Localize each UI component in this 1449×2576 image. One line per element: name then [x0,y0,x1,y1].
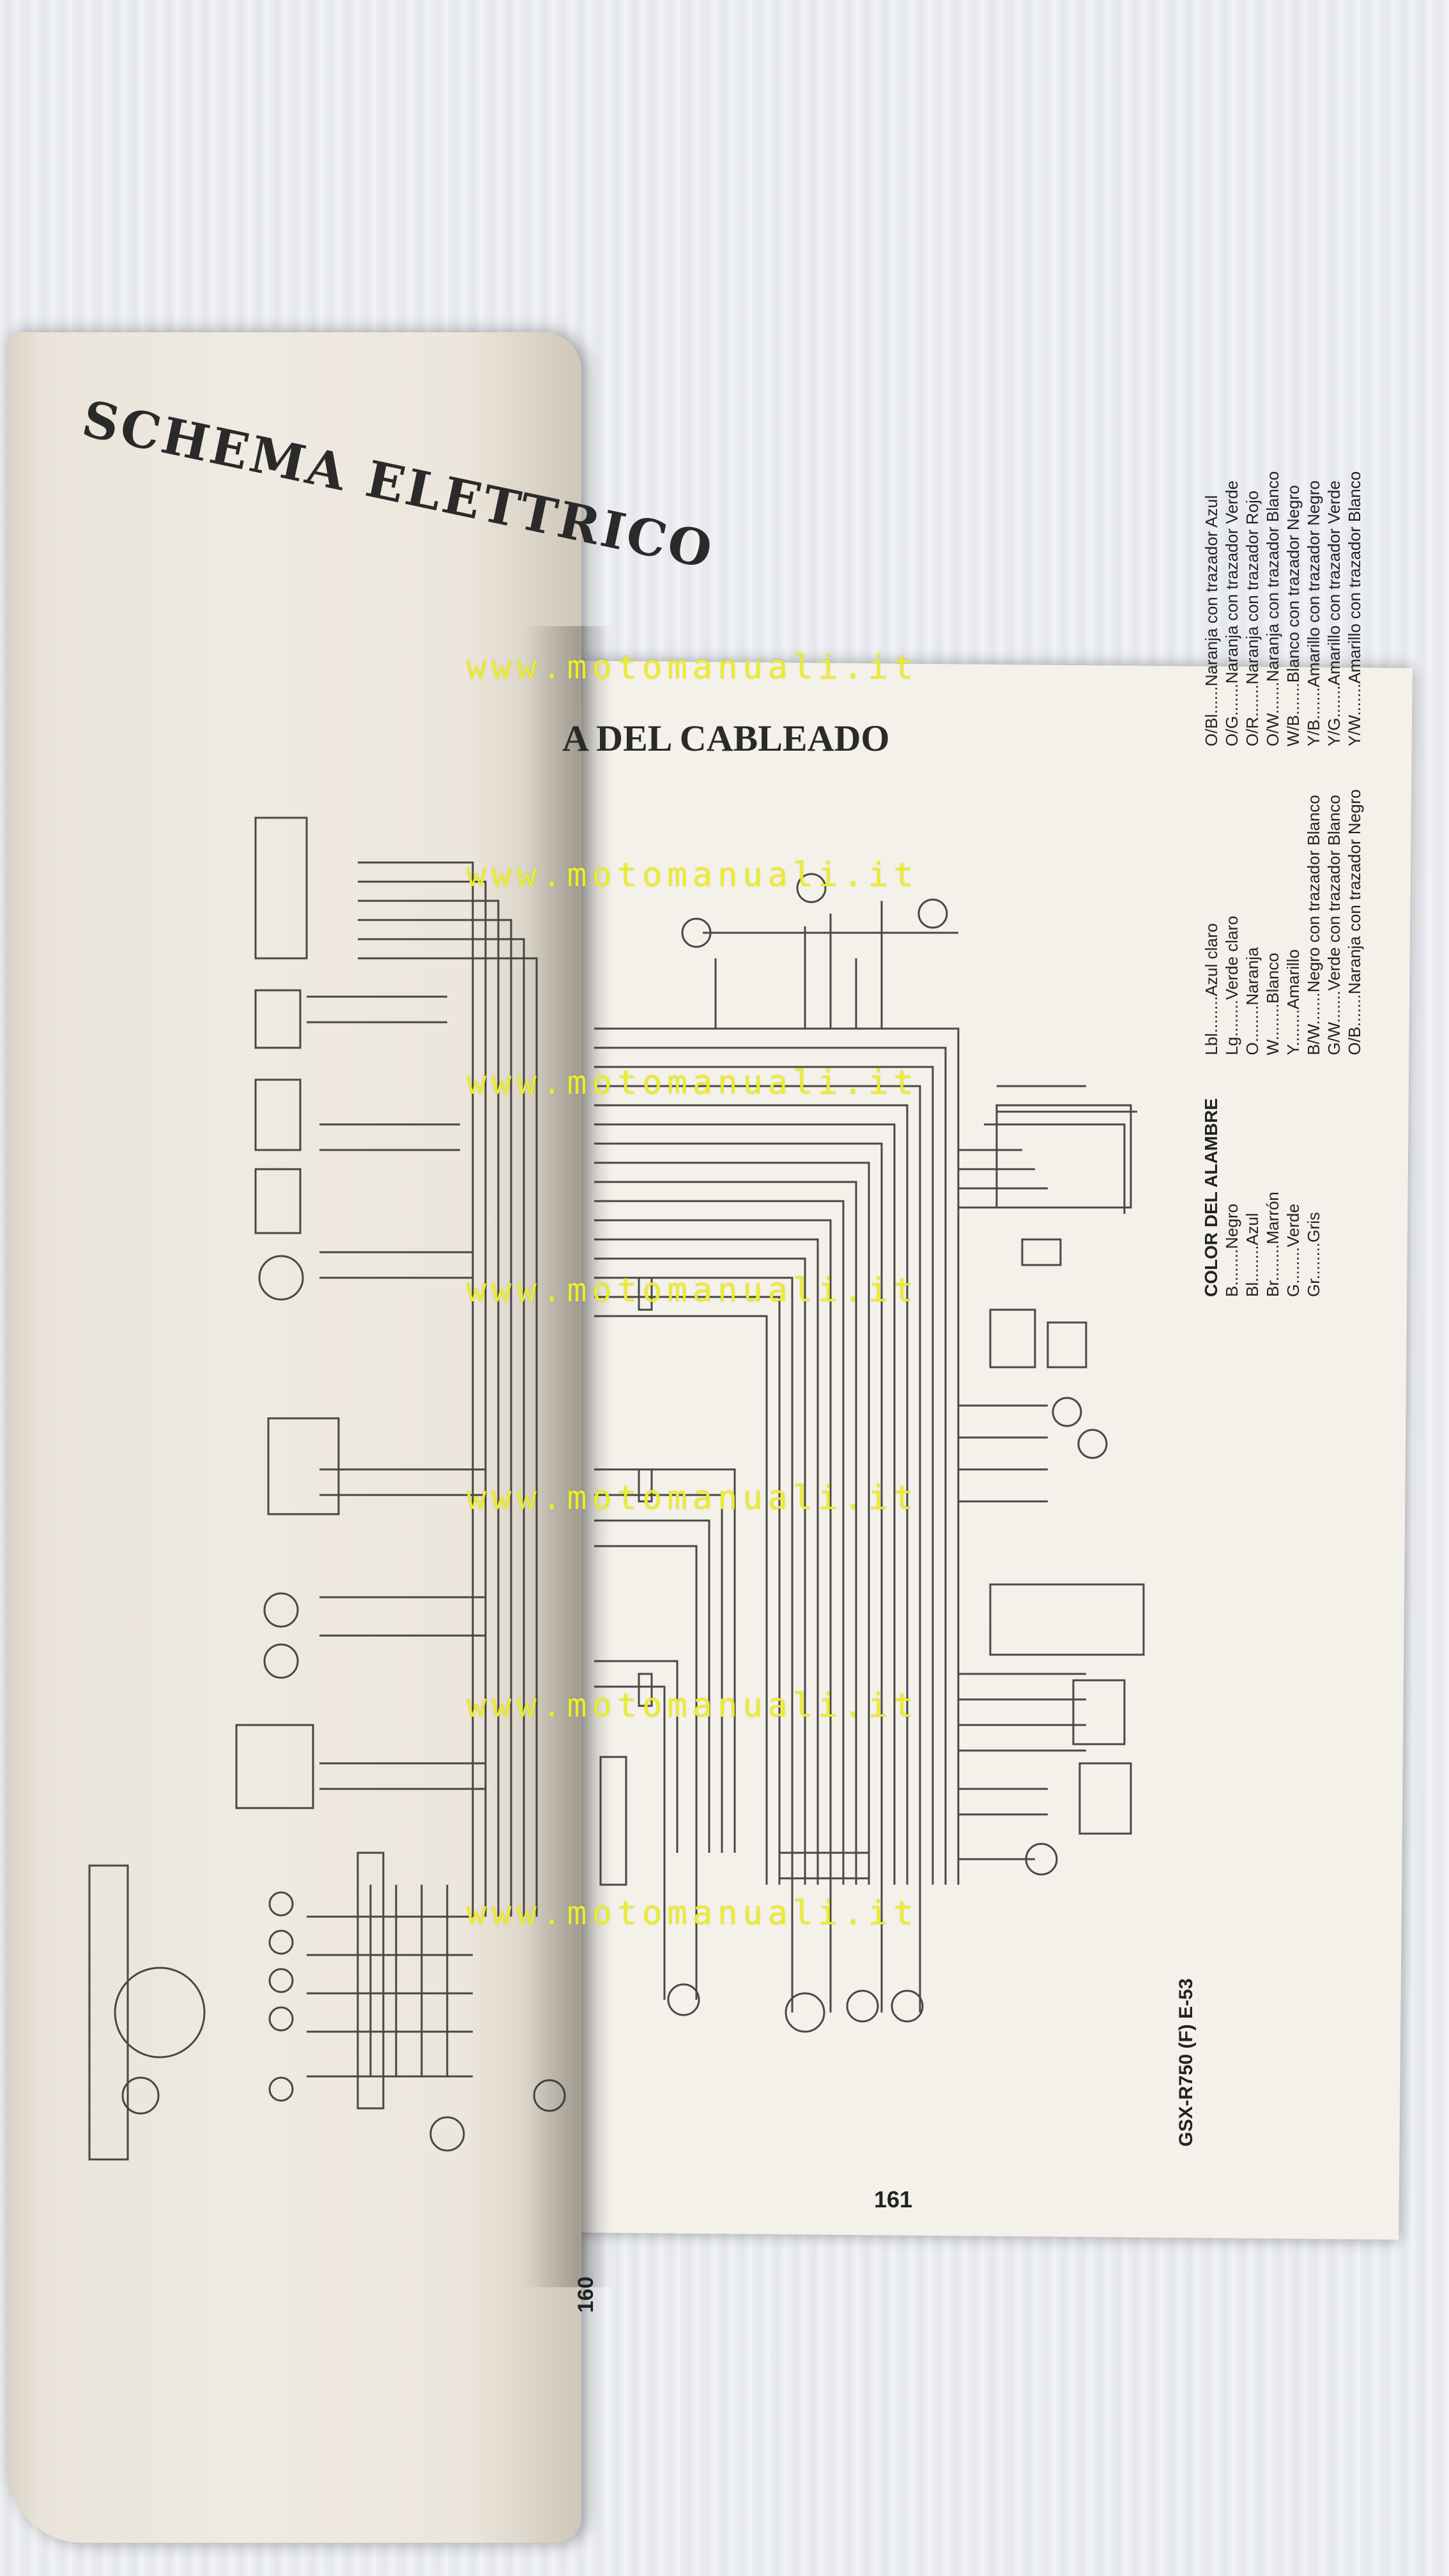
legend-row: O/B.......Naranja con trazador Negro [1345,789,1364,1055]
watermark-text: www.motomanuali.it [466,856,919,894]
legend-row: O/G.......Naranja con trazador Verde [1222,480,1241,747]
left-components [88,816,566,2161]
watermark-text: www.motomanuali.it [466,1479,919,1517]
legend-row: Y........Amarillo [1284,949,1303,1055]
legend-row: Br........Marrón [1263,1192,1282,1297]
legend-header: COLOR DEL ALAMBRE [1201,1098,1221,1297]
legend-row: Lg........Verde claro [1222,916,1241,1055]
legend-row: Gr........Gris [1304,1212,1323,1297]
legend-row: Bl........Azul [1243,1213,1262,1298]
legend-row: B/W.......Negro con trazador Blanco [1304,795,1323,1055]
legend-column-3: O/Bl......Naranja con trazador Azul O/G.… [1201,471,1365,747]
left-page-number: 160 [574,2276,598,2313]
watermark-text: www.motomanuali.it [466,648,919,687]
legend-row: O/R.......Naranja con trazador Rojo [1243,490,1262,747]
right-page-title: A DEL CABLEADO [562,717,890,759]
watermark-text: www.motomanuali.it [466,1271,919,1310]
legend-row: Y/B.......Amarillo con trazador Negro [1304,480,1323,747]
legend-row: Y/G.......Amarillo con trazador Verde [1324,480,1344,747]
legend-row: O/W.......Naranja con trazador Blanco [1263,471,1282,747]
legend-column-2: Lbl........Azul claro Lg........Verde cl… [1201,789,1365,1055]
right-page-number: 161 [874,2186,913,2212]
legend-row: W........Blanco [1263,953,1282,1055]
legend-row: W/B.......Blanco con trazador Negro [1284,485,1303,747]
model-code-label: GSX-R750 (F) E-53 [1176,1978,1197,2147]
legend-row: O........Naranja [1243,947,1262,1055]
right-components [599,873,1145,2033]
legend-row: O/Bl......Naranja con trazador Azul [1202,495,1221,747]
legend-row: Lbl........Azul claro [1202,923,1221,1055]
wire-color-legend: COLOR DEL ALAMBRE B........Negro Bl.....… [1201,402,1365,1297]
legend-row: G/W.......Verde con trazador Blanco [1324,795,1344,1055]
legend-row: G........Verde [1284,1204,1303,1297]
watermark-text: www.motomanuali.it [466,1894,919,1933]
watermark-text: www.motomanuali.it [466,1687,919,1725]
legend-column-1: COLOR DEL ALAMBRE B........Negro Bl.....… [1201,1098,1324,1297]
right-wiring-harness [594,901,1137,2012]
watermark-text: www.motomanuali.it [466,1064,919,1102]
book-spine-shadow [524,626,613,2287]
legend-row: Y/W.......Amarillo con trazador Blanco [1345,471,1364,747]
legend-row: B........Negro [1222,1204,1241,1297]
left-wiring-harness [307,861,538,2078]
